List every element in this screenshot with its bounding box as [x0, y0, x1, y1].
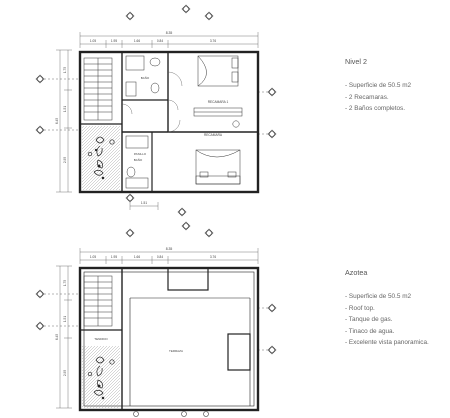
dim-label: 1.51	[63, 316, 67, 322]
door-swing	[121, 71, 183, 133]
dim-label: 1.95	[111, 255, 117, 259]
staircase	[83, 57, 113, 121]
feature-item: - Superficie de 50.5 m2	[345, 293, 412, 300]
dim-total-left: 6.45	[55, 334, 59, 340]
plant-icon	[94, 148, 105, 180]
dim-label: 1.05	[90, 39, 96, 43]
dim-label: 1.51	[141, 201, 147, 205]
room-label-tendido: TENDIDO	[94, 337, 108, 341]
section-marker-icon	[133, 411, 209, 417]
dim-total-top: 8.35	[166, 247, 173, 251]
room-label-recamara1: RECAMARA 1	[208, 100, 229, 104]
dim-label: 0.84	[157, 255, 163, 259]
axis-lines	[44, 78, 268, 135]
dim-label: 1.66	[134, 39, 140, 43]
room-label-bano: BAÑO	[141, 75, 150, 80]
section-marker-icon	[35, 221, 277, 355]
bed-icon	[195, 149, 241, 185]
dim-total-left: 6.45	[55, 118, 59, 124]
dim-label: 2.95	[63, 157, 67, 163]
plant-icon	[97, 384, 105, 400]
azotea-walls	[78, 266, 260, 412]
dim-total-top: 8.35	[166, 31, 173, 35]
dim-label: 1.75	[63, 67, 67, 73]
dim-label: 1.66	[134, 255, 140, 259]
dim-label: 1.51	[63, 106, 67, 112]
feature-item: - Tanque de gas.	[345, 316, 393, 324]
dimension-line-left	[56, 49, 72, 193]
feature-item: - 2 Baños completos.	[345, 105, 406, 113]
section-marker-icon	[232, 120, 240, 128]
azotea-title: Azotea	[345, 268, 368, 277]
feature-item: - 2 Recamaras.	[345, 93, 389, 101]
nivel2-walls	[78, 50, 260, 194]
dim-label: 3.76	[210, 39, 216, 43]
closet	[193, 107, 243, 117]
section-marker-icon	[35, 74, 277, 217]
feature-item: - Excelente vista panoramica.	[345, 339, 429, 347]
dim-label: 1.95	[111, 39, 117, 43]
room-label-recamara2: RECAMARA	[204, 133, 223, 137]
dimension-line-left	[56, 265, 72, 409]
bathroom-fixtures	[125, 55, 161, 97]
dim-label: 1.75	[63, 280, 67, 286]
axis-lines	[44, 293, 268, 351]
feature-item: - Superficie de 50.5 m2	[345, 82, 412, 89]
plant-icon	[87, 136, 115, 176]
room-label-bano: BAÑO	[134, 157, 143, 162]
dimension-line-top	[79, 32, 259, 48]
azotea-feature-list: - Superficie de 50.5 m2 - Roof top. - Ta…	[345, 291, 449, 349]
feature-item: - Roof top.	[345, 304, 375, 312]
nivel2-feature-list: - Superficie de 50.5 m2 - 2 Recamaras. -…	[345, 80, 449, 115]
bed-icon	[197, 55, 239, 87]
staircase	[83, 275, 113, 327]
azotea-plan: 8.35 1.05 1.95 1.66 0.84 3.76 1.75 1.51 …	[35, 221, 277, 417]
patio-hatch	[82, 126, 120, 190]
nivel2-plan: 8.35 1.05 1.95 1.66 0.84 3.76 1.75 1.51 …	[35, 4, 277, 217]
nivel2-info: Nivel 2 - Superficie de 50.5 m2 - 2 Reca…	[345, 57, 449, 115]
dim-label: 0.84	[157, 39, 163, 43]
plant-icon	[87, 356, 115, 396]
bathroom-fixtures	[125, 135, 149, 189]
azotea-info: Azotea - Superficie de 50.5 m2 - Roof to…	[345, 268, 449, 349]
dim-label: 2.95	[63, 370, 67, 376]
dimension-line-bottom	[129, 202, 159, 210]
dim-label: 3.76	[210, 255, 216, 259]
dim-label: 1.05	[90, 255, 96, 259]
nivel2-title: Nivel 2	[345, 57, 367, 66]
patio-hatch	[82, 346, 120, 408]
feature-item: - Tinaco de agua.	[345, 327, 395, 335]
room-label-pasillo: PASILLO	[134, 152, 147, 156]
room-label-terraza: TERRAZA	[169, 349, 183, 353]
section-marker-icon	[125, 4, 214, 21]
dimension-line-top	[79, 248, 259, 264]
